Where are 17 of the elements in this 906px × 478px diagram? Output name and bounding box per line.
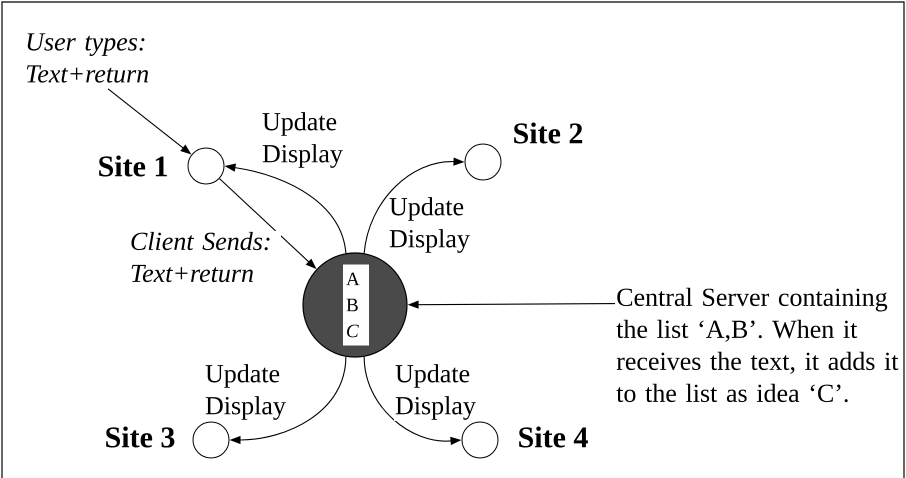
site-label: Site 3 — [106, 426, 174, 448]
site-label: Site 2 — [514, 122, 582, 144]
site-circle — [462, 422, 498, 458]
note-text: User types: Text+return — [26, 33, 148, 83]
site-label: Site 4 — [519, 426, 588, 448]
description-text: Central Server containing the list ‘A,B’. When it receives the text, it adds it to the list as idea ‘C’. — [616, 288, 898, 402]
site-circle — [464, 144, 502, 180]
site-circle — [192, 422, 230, 458]
node-label: A B C — [346, 272, 360, 338]
edge-label: Update Display — [388, 196, 476, 254]
edge-label: Update Display — [394, 363, 482, 421]
edge-label: Update Display — [204, 363, 292, 421]
edge-label: Update Display — [261, 111, 349, 169]
site-circle — [188, 148, 224, 184]
list-box: A B C — [343, 264, 369, 346]
edge-label: Client Sends: Text+return — [129, 230, 281, 284]
site-label: Site 1 — [99, 155, 167, 177]
